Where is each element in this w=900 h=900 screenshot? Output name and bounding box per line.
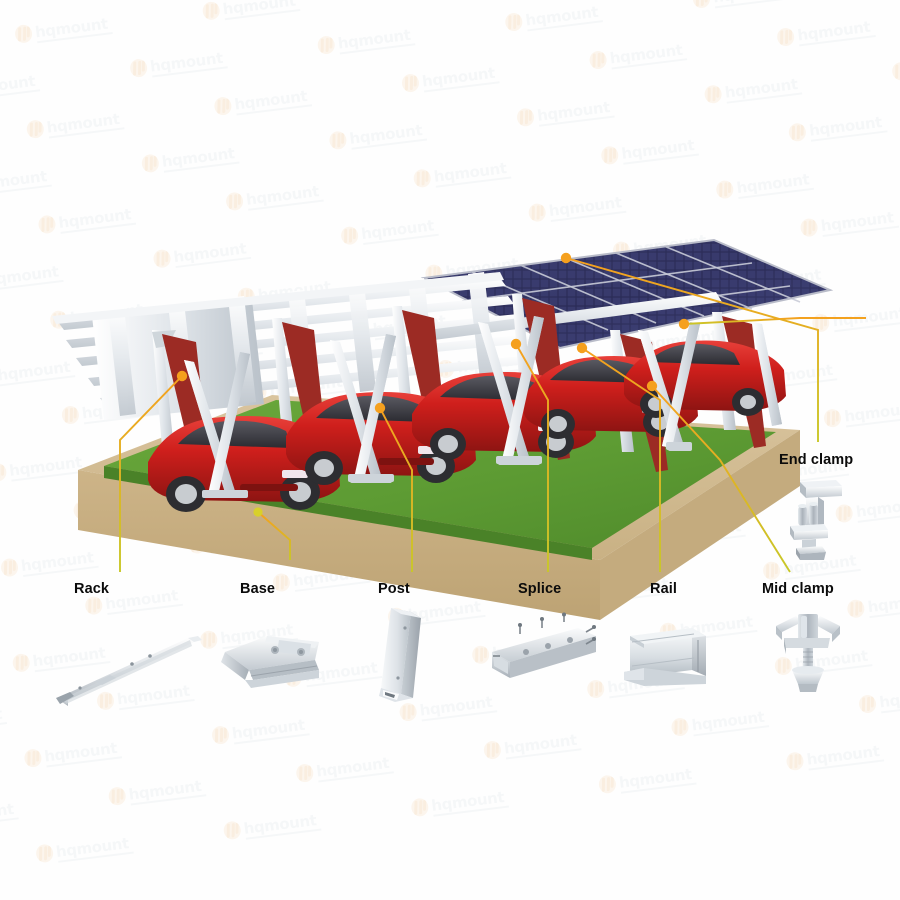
leader-splice xyxy=(515,343,549,572)
leader-panel xyxy=(683,317,866,325)
watermark-mark: hqmount xyxy=(0,704,3,734)
label-base: Base xyxy=(240,581,276,597)
watermark-text: hqmount xyxy=(690,707,766,735)
hqmount-logo-icon xyxy=(222,820,242,841)
leader-rack xyxy=(119,375,183,572)
watermark-mark: hqmount xyxy=(23,738,118,769)
hqmount-logo-icon xyxy=(35,843,55,864)
leader-base xyxy=(257,511,291,560)
rail-component-image xyxy=(620,614,714,699)
rack-component-image xyxy=(50,620,210,715)
watermark-mark: hqmount xyxy=(0,799,15,829)
watermark-text: hqmount xyxy=(127,776,203,804)
watermark-mark: hqmount xyxy=(670,707,766,737)
label-post: Post xyxy=(378,581,410,597)
watermark-text: hqmount xyxy=(878,684,900,711)
watermark-text: hqmount xyxy=(315,753,390,781)
hqmount-logo-icon xyxy=(598,774,618,795)
base-component-image xyxy=(215,622,335,699)
watermark-text: hqmount xyxy=(430,787,506,815)
watermark-mark: hqmount xyxy=(295,753,390,784)
hqmount-logo-icon xyxy=(858,693,878,714)
end-clamp-component-image xyxy=(778,470,862,571)
label-rail: Rail xyxy=(650,581,677,597)
hqmount-logo-icon xyxy=(23,748,43,769)
watermark-mark: hqmount xyxy=(222,810,318,841)
mid-clamp-component-image xyxy=(768,604,848,705)
watermark-text: hqmount xyxy=(617,764,693,792)
watermark-text: hqmount xyxy=(805,741,881,769)
watermark-text: hqmount xyxy=(0,799,15,826)
leader-dots xyxy=(176,252,690,517)
label-rack: Rack xyxy=(74,581,110,597)
watermark-text: hqmount xyxy=(242,810,318,838)
watermark-text: hqmount xyxy=(0,704,3,731)
label-splice: Splice xyxy=(518,581,562,597)
watermark-text: hqmount xyxy=(502,730,578,758)
watermark-mark: hqmount xyxy=(410,787,506,818)
watermark-text: hqmount xyxy=(43,738,118,766)
leader-mid-clamp xyxy=(651,385,791,573)
hqmount-logo-icon xyxy=(11,652,31,673)
hqmount-logo-icon xyxy=(483,740,503,761)
label-mid-clamp: Mid clamp xyxy=(762,581,834,597)
watermark-mark: hqmount xyxy=(483,730,578,761)
watermark-mark: hqmount xyxy=(858,684,900,714)
watermark-mark: hqmount xyxy=(598,764,693,795)
hqmount-logo-icon xyxy=(670,717,690,737)
leader-post xyxy=(379,407,413,572)
label-end-clamp: End clamp xyxy=(779,452,854,468)
splice-component-image xyxy=(480,612,606,697)
hqmount-logo-icon xyxy=(295,763,315,784)
post-component-image xyxy=(365,602,441,711)
hqmount-logo-icon xyxy=(107,786,127,807)
hqmount-logo-icon xyxy=(785,751,805,772)
solar-carport-3d-render xyxy=(52,238,866,620)
watermark-text: hqmount xyxy=(54,833,130,861)
watermark-text: hqmount xyxy=(230,715,306,743)
watermark-mark: hqmount xyxy=(35,833,130,864)
hqmount-logo-icon xyxy=(211,725,231,746)
watermark-mark: hqmount xyxy=(107,776,203,807)
leader-rail xyxy=(581,347,661,572)
watermark-mark: hqmount xyxy=(785,741,881,772)
watermark-mark: hqmount xyxy=(211,715,306,746)
hqmount-logo-icon xyxy=(410,797,430,818)
